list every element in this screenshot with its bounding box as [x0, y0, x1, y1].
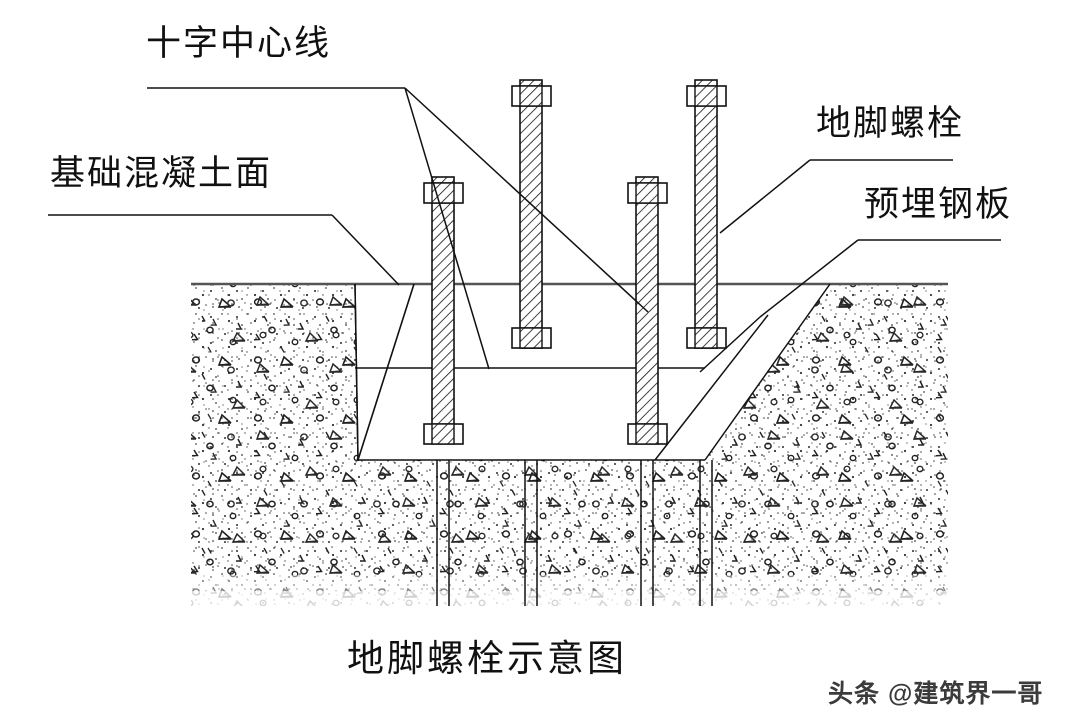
embedded-bolt-shafts	[436, 460, 713, 606]
leader-foundation-surface	[48, 214, 400, 286]
watermark: 头条 @建筑界一哥	[828, 680, 1044, 708]
anchor-bolt-4	[686, 79, 727, 349]
anchor-bolt-2	[511, 79, 552, 349]
leader-embedded-steel-plate	[699, 239, 1001, 373]
anchor-bolt-1	[423, 176, 464, 445]
label-anchor-bolt: 地脚螺栓	[816, 104, 965, 143]
figure-title: 地脚螺栓示意图	[347, 639, 627, 680]
anchor-bolt-3	[627, 176, 668, 445]
leader-cross-center-line	[147, 87, 649, 370]
leader-lines	[48, 87, 1001, 461]
label-embedded-steel-plate: 预埋钢板	[864, 185, 1013, 224]
leader-pocket-slope-pointer	[654, 314, 769, 461]
concrete-body	[191, 284, 948, 606]
label-foundation-concrete-surface: 基础混凝土面	[50, 154, 273, 193]
pocket-left-slope-visible	[357, 283, 415, 461]
pocket-left-slope	[354, 283, 359, 461]
leader-anchor-bolt	[719, 159, 953, 234]
label-cross-center-line: 十字中心线	[146, 24, 332, 63]
